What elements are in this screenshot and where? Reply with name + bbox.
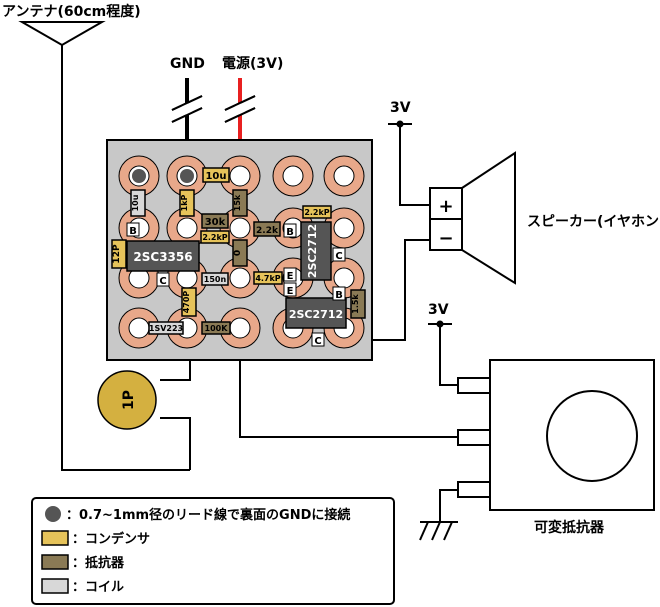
svg-text:E: E — [287, 286, 294, 297]
speaker-plus-wire — [399, 124, 430, 206]
svg-text:100K: 100K — [205, 324, 229, 333]
gnd-via-1 — [132, 169, 146, 183]
pad-hole-3-2 — [229, 317, 251, 339]
svg-text:B: B — [129, 226, 137, 237]
svg-text:30k: 30k — [205, 217, 226, 228]
varicap-1sv223: 1SV223 — [148, 321, 184, 335]
v3-top-label: 3V — [390, 100, 411, 116]
legend-resistor-text: ：抵抗器 — [72, 555, 125, 571]
disc-lead-2 — [160, 417, 191, 470]
pad-hole-0-3 — [282, 165, 304, 187]
pad-hole-2-4 — [333, 267, 355, 289]
pot-gnd-wire — [439, 489, 458, 522]
svg-text:12P: 12P — [112, 244, 122, 264]
pot-3v-wire — [439, 324, 458, 386]
legend-gnd-text: ：0.7~1mm径のリード線で裏面のGNDに接続 — [66, 507, 350, 523]
svg-text:0: 0 — [233, 250, 243, 256]
legend-capacitor-swatch — [41, 530, 69, 546]
svg-text:C: C — [159, 276, 166, 287]
v3-pot-label: 3V — [428, 302, 449, 318]
svg-text:2SC2712: 2SC2712 — [306, 224, 319, 278]
pad-hole-1-2 — [229, 217, 251, 239]
terminal-3v-pot — [428, 320, 452, 328]
coil-10u: 10u — [130, 189, 146, 217]
gnd-label: GND — [170, 56, 205, 72]
speaker-minus-wire — [345, 239, 430, 341]
capacitor-150n: 150n — [201, 272, 229, 286]
gnd-via-2 — [180, 169, 194, 183]
transistor-2sc2712-vertical: 2SC2712 — [300, 221, 332, 281]
svg-text:C: C — [314, 336, 321, 347]
svg-text:2.2k: 2.2k — [256, 226, 279, 236]
pot-label: 可変抵抗器 — [534, 519, 605, 536]
legend-coil-swatch — [41, 578, 69, 594]
pad-hole-1-4 — [333, 217, 355, 239]
capacitor-2-2kp-a: 2.2kP — [200, 230, 230, 244]
resistor-0: 0 — [232, 239, 248, 267]
svg-text:E: E — [287, 271, 294, 282]
pad-hole-2-2 — [229, 267, 251, 289]
svg-text:1P: 1P — [121, 390, 137, 410]
legend-gnd-dot-icon — [45, 506, 61, 522]
wires — [61, 45, 458, 522]
antenna-icon — [18, 21, 106, 47]
svg-text:−: − — [438, 228, 453, 249]
svg-text:2SC3356: 2SC3356 — [133, 250, 192, 264]
pad-hole-1-1 — [176, 217, 198, 239]
potentiometer-icon — [457, 359, 655, 511]
legend-resistor-swatch — [41, 554, 69, 570]
svg-text:470P: 470P — [182, 291, 191, 314]
pad-hole-0-2 — [229, 165, 251, 187]
svg-text:150n: 150n — [204, 275, 227, 284]
speaker-label: スピーカー(イヤホン) — [527, 214, 660, 230]
pad-hole-0-4 — [333, 165, 355, 187]
transistor-2sc2712-horizontal: 2SC2712 — [285, 297, 347, 329]
svg-text:C: C — [335, 251, 342, 262]
legend: ：0.7~1mm径のリード線で裏面のGNDに接続 ：コンデンサ ：抵抗器 ：コイ… — [31, 497, 395, 605]
svg-text:10u: 10u — [205, 171, 226, 182]
disc-capacitor-1p: 1P — [97, 370, 157, 430]
terminal-3v-top — [388, 120, 412, 128]
svg-text:2.2kP: 2.2kP — [202, 233, 227, 242]
svg-text:1SV223: 1SV223 — [149, 324, 183, 333]
svg-text:1.5k: 1.5k — [351, 294, 360, 314]
speaker-icon: + − — [429, 151, 516, 285]
svg-text:+: + — [438, 196, 453, 217]
capacitor-12p: 12P — [111, 239, 127, 269]
resistor-2-2k: 2.2k — [253, 221, 281, 237]
pot-wiper-wire — [239, 328, 458, 438]
svg-text:B: B — [286, 227, 294, 238]
resistor-100k: 100K — [201, 321, 231, 335]
legend-capacitor-text: ：コンデンサ — [72, 531, 150, 547]
svg-text:4.7kP: 4.7kP — [255, 274, 280, 283]
power-label: 電源(3V) — [222, 55, 283, 72]
svg-text:2.2kP: 2.2kP — [304, 208, 329, 217]
capacitor-4-7kp: 4.7kP — [253, 271, 283, 285]
pad-hole-3-0 — [128, 317, 150, 339]
resistor-15k: 15k — [232, 189, 248, 217]
capacitor-10u: 10u — [202, 167, 230, 183]
antenna-label: アンテナ(60cm程度) — [2, 3, 141, 20]
svg-text:10u: 10u — [131, 194, 140, 211]
antenna-wire — [61, 45, 190, 471]
transistor-2sc3356: 2SC3356 — [126, 240, 200, 272]
capacitor-1kp: 1kP — [179, 189, 195, 217]
svg-text:2SC2712: 2SC2712 — [289, 308, 343, 321]
svg-text:15k: 15k — [233, 194, 242, 211]
pin-labels: B C E B C E B C — [126, 222, 346, 347]
legend-coil-text: ：コイル — [72, 580, 124, 595]
svg-text:1kP: 1kP — [180, 194, 189, 211]
capacitor-470p: 470P — [181, 287, 197, 317]
svg-text:B: B — [335, 290, 343, 301]
resistor-1-5k: 1.5k — [350, 289, 366, 319]
ground-icon — [419, 521, 458, 541]
resistor-30k: 30k — [201, 213, 229, 229]
capacitor-2-2kp-b: 2.2kP — [302, 205, 332, 219]
